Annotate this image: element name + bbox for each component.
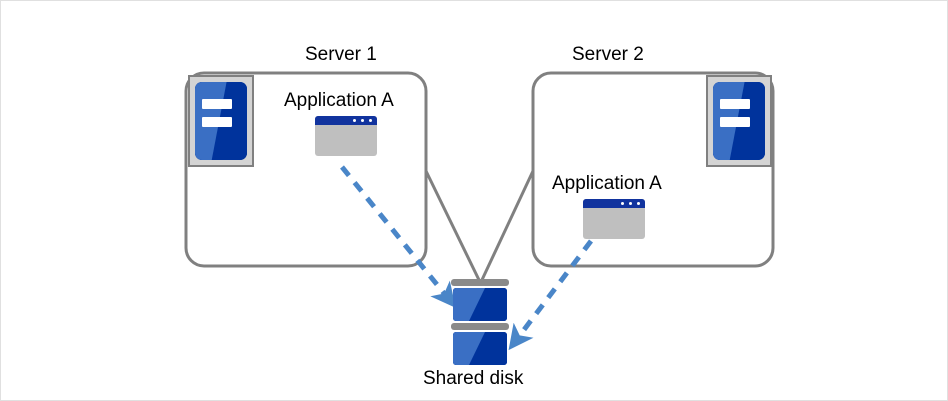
server-icon-bar-bottom — [202, 117, 233, 128]
window-dot-3 — [369, 119, 372, 122]
server-2-application-label: Application A — [552, 173, 662, 194]
server-machine-icon — [188, 75, 254, 167]
access-arrow-server-2 — [508, 239, 593, 351]
server-icon-bar-top — [720, 99, 751, 110]
server-icon-bar-top — [202, 99, 233, 110]
access-arrow-server-1 — [340, 165, 456, 308]
window-dot-1 — [353, 119, 356, 122]
disk-platter-lower — [453, 332, 507, 365]
disk-platter-upper — [453, 288, 507, 321]
window-dot-2 — [629, 202, 632, 205]
disk-cap-lower — [451, 323, 509, 330]
server-1-disk-connector — [424, 170, 482, 283]
server-2-title: Server 2 — [572, 44, 644, 65]
server-machine-icon — [706, 75, 772, 167]
server-1-application-label: Application A — [284, 90, 394, 111]
window-dot-3 — [637, 202, 640, 205]
window-dot-2 — [361, 119, 364, 122]
application-window-titlebar — [315, 116, 377, 125]
disk-stack-icon — [451, 323, 509, 367]
disk-platter-sheen — [453, 288, 507, 321]
server-icon-body — [195, 82, 247, 160]
shared-disk-label: Shared disk — [423, 368, 524, 389]
disk-stack-icon — [451, 279, 509, 323]
application-window-icon — [315, 116, 377, 156]
disk-platter-sheen — [453, 332, 507, 365]
application-window-titlebar — [583, 199, 645, 208]
application-window-icon — [583, 199, 645, 239]
server-icon-bar-bottom — [720, 117, 751, 128]
disk-cap-upper — [451, 279, 509, 286]
window-dot-1 — [621, 202, 624, 205]
server-1-title: Server 1 — [305, 44, 377, 65]
server-2-disk-connector — [479, 170, 535, 283]
server-icon-body — [713, 82, 765, 160]
